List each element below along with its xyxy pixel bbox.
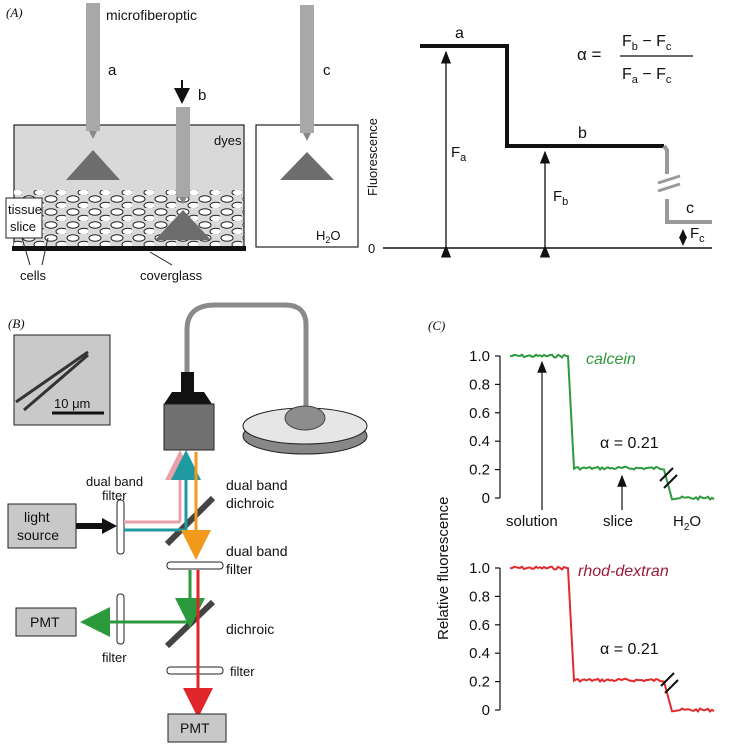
- svg-text:PMT: PMT: [30, 614, 60, 630]
- dual-band-dichroic-line1: dual band: [226, 477, 288, 493]
- alpha-formula: α = Fb − Fc Fa − Fc: [577, 33, 693, 86]
- objective-top: [181, 372, 194, 392]
- svg-text:α =: α =: [577, 45, 602, 64]
- tissue-slice-box: [5, 197, 43, 239]
- fb-label: Fb: [553, 188, 568, 208]
- y-tick-label: 0.2: [469, 462, 490, 479]
- y-tick-label: 0.4: [469, 645, 490, 662]
- panel-a-diagram: (A) microfiberoptic a b c dyes tissue sl…: [5, 3, 359, 283]
- pmt-left: [15, 607, 77, 637]
- calcein-trace: [509, 353, 715, 501]
- fc-label: Fc: [690, 225, 705, 245]
- y-tick-label: 0.8: [469, 376, 490, 393]
- alpha-bottom-label: α = 0.21: [600, 641, 659, 658]
- y-tick-label: 0.6: [469, 617, 490, 634]
- fiber-c-light-cone: [280, 152, 334, 180]
- calcein-axis: 0 0.2 0.4 0.6 0.8 1.0: [469, 348, 501, 507]
- light-source-box: [7, 503, 77, 549]
- dual-band-filter-2-line1: dual band: [226, 543, 288, 559]
- zero-label: 0: [368, 241, 375, 256]
- panel-a-label: (A): [6, 5, 23, 20]
- fiber-a-light-cone: [66, 150, 120, 180]
- cells-label: cells: [20, 268, 47, 283]
- rhod-dextran-axis: 0 0.2 0.4 0.6 0.8 1.0: [469, 560, 501, 719]
- dual-band-filter-2: [166, 561, 224, 570]
- slice-label: slice: [603, 513, 633, 530]
- y-tick-label: 1.0: [469, 348, 490, 365]
- fluorescence-axis-label: Fluorescence: [365, 118, 380, 196]
- dual-band-filter-1-line1: dual band: [86, 474, 143, 489]
- y-tick-label: 0.8: [469, 588, 490, 605]
- fiber-c-label: c: [323, 62, 331, 79]
- fiber-a-label: a: [108, 62, 117, 79]
- slice-label: slice: [10, 219, 36, 234]
- scale-bar-label: 10 μm: [54, 396, 90, 411]
- fiber-a-tip: [89, 131, 97, 139]
- microfiberoptic-label: microfiberoptic: [106, 7, 197, 23]
- fiber-b-light-cone: [155, 210, 211, 240]
- water-chamber: [255, 124, 359, 248]
- fc-arrow-up: [679, 229, 687, 238]
- microscope-body: [163, 403, 215, 451]
- filter-bottom-label: filter: [230, 664, 255, 679]
- dyes-label: dyes: [214, 133, 242, 148]
- dual-band-dichroic-line2: dichroic: [226, 495, 274, 511]
- fiber-c: [300, 5, 314, 133]
- light-arrow-icon: [102, 518, 117, 534]
- dual-band-dichroic: [164, 495, 216, 547]
- h2o-label: H2O: [316, 228, 341, 245]
- formula-numerator: Fb − Fc: [622, 33, 672, 53]
- calcein-label: calcein: [586, 351, 636, 368]
- panel-a-plot: 0 Fluorescence a b c Fa Fb Fc α = Fb − F…: [365, 25, 712, 258]
- level-c-trace: [665, 199, 712, 224]
- y-tick-label: 0.4: [469, 433, 490, 450]
- dual-band-filter-1-line2: filter: [102, 488, 127, 503]
- fa-label: Fa: [451, 144, 467, 164]
- formula-denominator: Fa − Fc: [622, 66, 672, 86]
- alpha-top-label: α = 0.21: [600, 435, 659, 452]
- panel-c-traces: (C) Relative fluorescence 0 0.2 0.4 0.6 0.8 1…: [428, 318, 715, 719]
- rhod-dextran-label: rhod-dextran: [578, 563, 669, 580]
- panel-c-label: (C): [428, 318, 445, 333]
- brain-slice: [284, 405, 326, 431]
- dual-band-filter-1: [116, 499, 125, 555]
- coverglass: [12, 246, 246, 251]
- solution-label: solution: [506, 513, 558, 530]
- tissue-cells: [14, 190, 244, 246]
- filter-left: [116, 593, 125, 645]
- dichroic-label: dichroic: [226, 621, 274, 637]
- fc-arrow-down: [679, 237, 687, 246]
- y-tick-label: 0.2: [469, 674, 490, 691]
- y-tick-label: 1.0: [469, 560, 490, 577]
- fiber-a: [86, 3, 100, 131]
- rhod-dextran-trace: [509, 565, 715, 713]
- filter-bottom: [166, 666, 224, 675]
- level-a-label: a: [455, 25, 464, 42]
- y-tick-label: 0: [482, 490, 490, 507]
- fiber-cable: [184, 302, 309, 420]
- light-label: light: [24, 509, 50, 525]
- tissue-label: tissue: [8, 202, 42, 217]
- h2o-label: H2O: [673, 513, 701, 533]
- relative-fluorescence-axis-label: Relative fluorescence: [435, 497, 452, 640]
- svg-text:PMT: PMT: [180, 720, 210, 736]
- fiber-b: [176, 107, 190, 197]
- dual-band-filter-2-line2: filter: [226, 561, 253, 577]
- pmt-bottom: [167, 713, 227, 743]
- source-label: source: [17, 527, 59, 543]
- panel-b-optics: (B) 10 μm light source: [7, 302, 368, 743]
- filter-left-label: filter: [102, 650, 127, 665]
- coverglass-label: coverglass: [140, 268, 203, 283]
- panel-b-label: (B): [8, 316, 25, 331]
- y-tick-label: 0: [482, 702, 490, 719]
- y-tick-label: 0.6: [469, 405, 490, 422]
- pipette-micrograph: [13, 334, 111, 426]
- level-trace: [420, 44, 664, 148]
- level-b-label: b: [578, 125, 587, 142]
- fiber-b-label: b: [198, 87, 206, 104]
- objective-cone: [164, 392, 212, 404]
- level-c-label: c: [686, 200, 694, 217]
